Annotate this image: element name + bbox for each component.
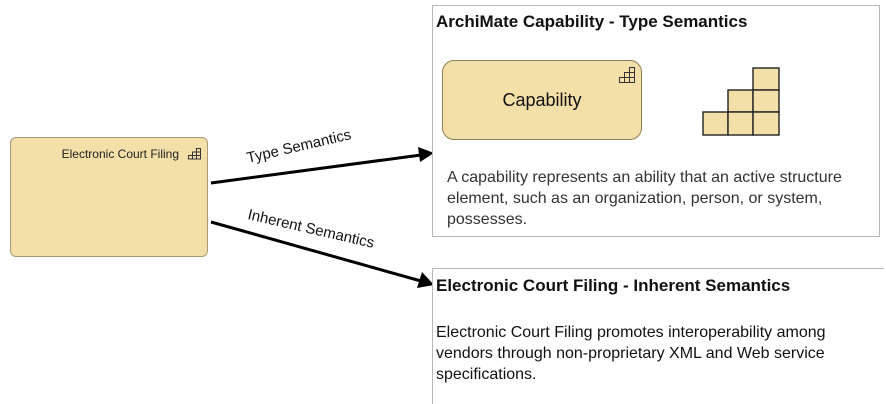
capability-stair-icon [702, 67, 780, 136]
panel-title: ArchiMate Capability - Type Semantics [436, 12, 748, 31]
inherent-semantics-panel: Electronic Court Filing - Inherent Seman… [432, 268, 884, 404]
element-name: Electronic Court Filing [61, 147, 179, 161]
capability-label: Capability [502, 90, 582, 110]
capability-notation: Capability [442, 60, 642, 140]
inherent-semantics-arrow [210, 220, 422, 283]
inherent-arrowhead [417, 272, 434, 288]
capability-element[interactable]: Electronic Court Filing [10, 137, 208, 257]
inherent-description: Electronic Court Filing promotes interop… [436, 324, 826, 383]
type-semantics-arrow [210, 153, 422, 185]
type-semantics-panel: ArchiMate Capability - Type Semantics Ca… [432, 5, 880, 237]
capability-icon [619, 67, 635, 83]
capability-icon [188, 148, 201, 160]
type-arrowhead [418, 147, 434, 162]
type-description: A capability represents an ability that … [447, 169, 842, 228]
panel-title: Electronic Court Filing - Inherent Seman… [436, 276, 791, 295]
